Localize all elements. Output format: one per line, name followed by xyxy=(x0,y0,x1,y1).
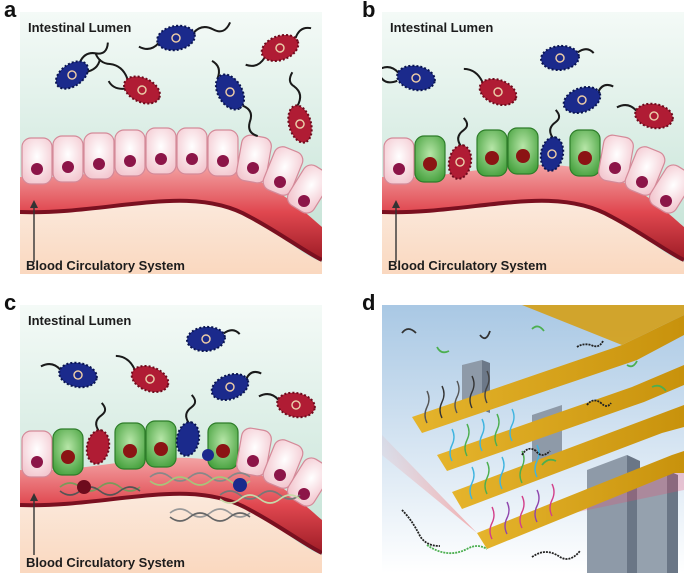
free-dna-fragments xyxy=(401,325,667,560)
tissue-region xyxy=(382,201,684,274)
epithelial-layer xyxy=(21,420,322,507)
bacterium-red xyxy=(245,26,312,67)
arrow-head xyxy=(30,200,38,208)
bacterium-blue-invading xyxy=(175,394,201,457)
panel-d-label: d xyxy=(362,290,376,315)
arrow-head xyxy=(392,200,400,208)
panel-a-label: a xyxy=(4,0,17,22)
panel-c-diagram: Intestinal Lumen Blood Circulatory Syste… xyxy=(20,305,322,573)
bacterium-blue xyxy=(210,371,262,402)
bacterium-red-invading xyxy=(85,402,111,465)
bacterium-blue xyxy=(186,325,241,353)
bacterium-red xyxy=(115,354,170,394)
vessel-wall xyxy=(382,198,684,262)
bacterium-red xyxy=(94,52,161,105)
lumen-label: Intestinal Lumen xyxy=(28,313,131,328)
panel-a-diagram: Intestinal Lumen Blood Circulatory Syste… xyxy=(20,12,322,274)
gold-cantilevers xyxy=(412,305,684,549)
bacterium-blue xyxy=(540,44,595,72)
bacterium-blue xyxy=(54,42,109,90)
tissue-region xyxy=(20,494,322,573)
dna-fragments-in-blood xyxy=(59,472,301,522)
blood-vessel xyxy=(382,164,684,260)
bacterium-blue-invading xyxy=(539,109,565,172)
panel-d-diagram xyxy=(382,305,684,573)
vessel-wall xyxy=(20,198,322,262)
bacterium-blue xyxy=(382,64,436,92)
lumen-label: Intestinal Lumen xyxy=(390,20,493,35)
bacterium-red xyxy=(258,391,316,419)
tissue-region xyxy=(20,201,322,274)
panel-b-diagram: Intestinal Lumen Blood Circulatory Syste… xyxy=(382,12,684,274)
epithelial-layer xyxy=(21,127,322,214)
panel-c-label: c xyxy=(4,290,17,315)
blood-vessel xyxy=(20,457,322,553)
lumen-label: Intestinal Lumen xyxy=(28,20,131,35)
arrow-head xyxy=(30,493,38,501)
probe-dna xyxy=(424,370,555,540)
laser-beam xyxy=(382,435,477,533)
bacterium-red-invading xyxy=(447,117,473,180)
vessel-wall xyxy=(20,491,322,555)
blood-label: Blood Circulatory System xyxy=(26,258,185,273)
blood-vessel xyxy=(20,164,322,260)
epithelial-layer xyxy=(383,127,684,214)
bacterium-blue xyxy=(40,361,98,389)
bacterium-red xyxy=(287,71,313,144)
panel-b-label: b xyxy=(362,0,376,22)
lysed-bacteria xyxy=(77,449,247,494)
blood-label: Blood Circulatory System xyxy=(388,258,547,273)
bacterium-blue xyxy=(138,21,232,52)
bacterium-blue xyxy=(562,84,614,115)
bacterium-red xyxy=(616,102,674,130)
blood-label: Blood Circulatory System xyxy=(26,555,185,570)
bacterium-blue xyxy=(211,59,259,137)
